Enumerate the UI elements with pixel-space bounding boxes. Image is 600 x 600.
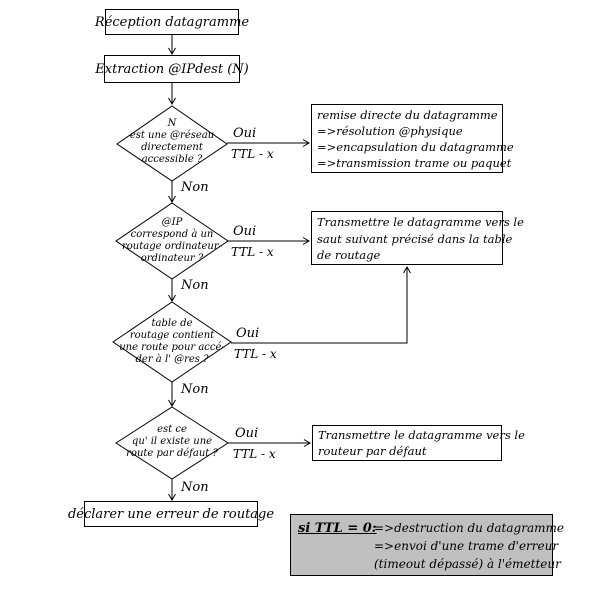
action-line: Transmettre le datagramme vers le	[317, 215, 524, 229]
decision-line: qu' il existe une	[131, 436, 213, 447]
decision-host-routing-shape	[115, 202, 229, 280]
decision-line: accessible ?	[141, 154, 203, 165]
action-box-default-router: Transmettre le datagramme vers le routeu…	[312, 425, 525, 461]
decision-line: routage contient	[129, 330, 215, 341]
action-box-next-hop: Transmettre le datagramme vers le saut s…	[311, 211, 524, 265]
ttl-note-line: (timeout dépassé) à l'émetteur	[374, 557, 561, 571]
non-label-4: Non	[181, 480, 209, 495]
decision-line: @IP	[161, 217, 183, 228]
action-box-direct-delivery: remise directe du datagramme =>résolutio…	[311, 104, 514, 173]
ttl-label-3: TTL - x	[234, 347, 277, 361]
ttl-label-2: TTL - x	[231, 245, 274, 259]
decision-network-accessible-shape	[116, 105, 228, 182]
action-line: =>résolution @physique	[317, 124, 463, 138]
decision-line: directement	[141, 142, 203, 153]
action-line: saut suivant précisé dans la table	[317, 231, 513, 246]
non-label-3: Non	[181, 382, 209, 397]
start-box: Réception datagramme	[95, 9, 249, 35]
ttl-label-1: TTL - x	[231, 147, 274, 161]
arrow-d3-oui	[231, 266, 411, 344]
decision-routing-table-shape	[112, 301, 232, 383]
decision-line: routage ordinateur-	[121, 241, 223, 252]
ttl-note-lines: =>destruction du datagramme =>envoi d'un…	[374, 519, 564, 573]
decision-line: ordinateur ?	[140, 253, 204, 264]
ttl-note-title: si TTL = 0:	[298, 521, 377, 536]
non-label-2: Non	[181, 278, 209, 293]
action-line: =>transmission trame ou paquet	[317, 156, 512, 170]
action-line: Transmettre le datagramme vers le	[318, 428, 525, 442]
decision-line: der à l' @res ?	[135, 354, 209, 365]
action-line: routeur par défaut	[318, 443, 427, 458]
oui-label-4: Oui	[235, 426, 259, 441]
decision-line: route par défaut ?	[126, 448, 218, 459]
action-line: =>encapsulation du datagramme	[317, 140, 514, 154]
extract-box-label: Extraction @IPdest (N)	[95, 61, 249, 77]
ttl-note-line: =>destruction du datagramme	[374, 521, 564, 535]
error-box: déclarer une erreur de routage	[68, 501, 274, 527]
decision-line: est une @réseau	[129, 130, 215, 141]
action-line: de routage	[317, 248, 381, 262]
start-box-label: Réception datagramme	[94, 14, 250, 30]
decision-host-routing: @IP correspond à un routage ordinateur- …	[116, 217, 228, 265]
error-box-label: déclarer une erreur de routage	[67, 506, 275, 522]
decision-line: est ce	[157, 424, 187, 435]
non-label-1: Non	[181, 180, 209, 195]
decision-line: correspond à un	[130, 229, 214, 240]
decision-routing-table: table de routage contient une route pour…	[113, 318, 231, 366]
decision-line: N	[167, 118, 177, 129]
oui-label-1: Oui	[233, 126, 257, 141]
oui-label-3: Oui	[236, 326, 260, 341]
decision-default-route: est ce qu' il existe une route par défau…	[116, 424, 228, 460]
ttl-note-line: =>envoi d'une trame d'erreur	[374, 539, 559, 553]
decision-network-accessible: N est une @réseau directement accessible…	[117, 118, 227, 166]
ttl-label-4: TTL - x	[233, 447, 276, 461]
decision-line: une route pour accé-	[119, 342, 225, 353]
action-line: remise directe du datagramme	[317, 108, 498, 122]
decision-default-route-shape	[115, 406, 229, 480]
decision-line: table de	[151, 318, 193, 329]
extract-box: Extraction @IPdest (N)	[95, 55, 249, 83]
ttl-note: si TTL = 0: =>destruction du datagramme …	[290, 514, 564, 576]
oui-label-2: Oui	[233, 224, 257, 239]
